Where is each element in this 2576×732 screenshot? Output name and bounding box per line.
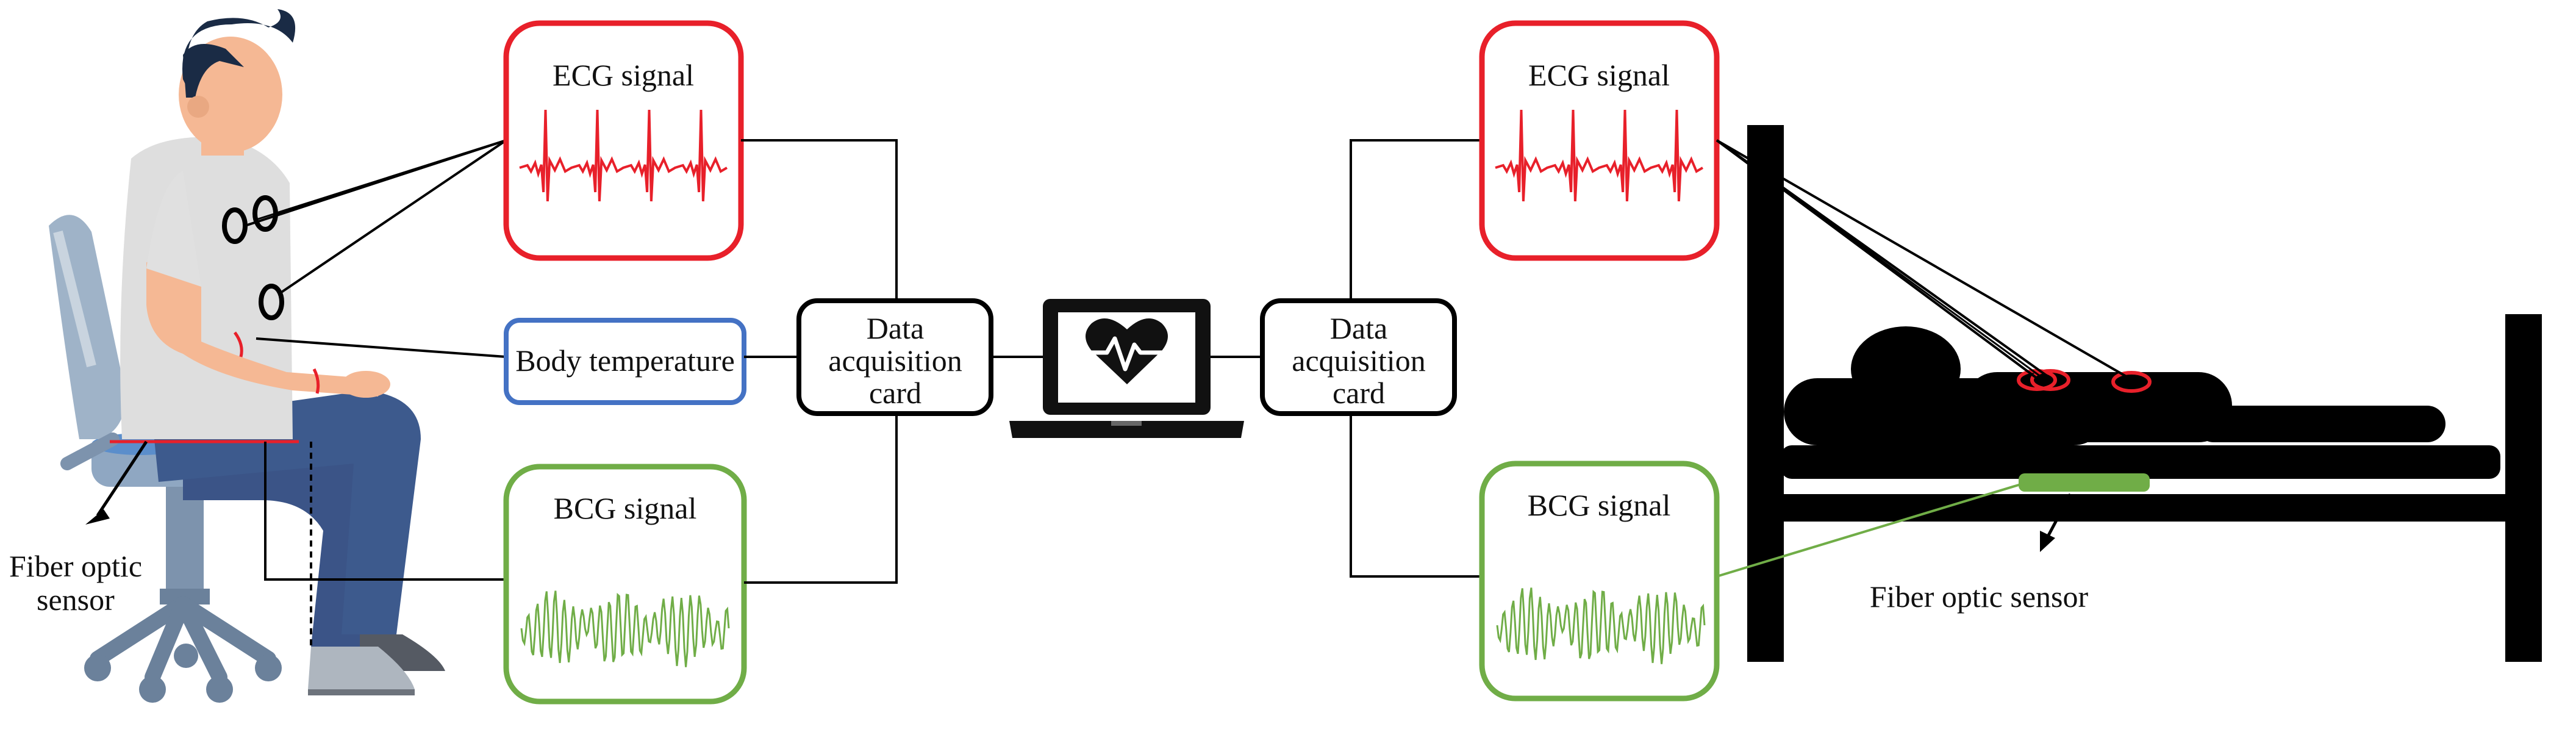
right-daq-line2: acquisition — [1292, 343, 1425, 378]
laptop-heart-icon — [1009, 299, 1244, 438]
left-temperature-box: Body temperature — [504, 318, 746, 405]
left-bcg-box: BCG signal — [503, 464, 747, 705]
bed-patient-icon — [1747, 125, 2542, 662]
left-sensor-label-line1: Fiber optic — [9, 549, 142, 583]
left-daq-line2: acquisition — [828, 343, 962, 378]
chair-icon — [49, 215, 285, 703]
left-bcg-title: BCG signal — [554, 491, 697, 525]
left-temperature-label: Body temperature — [515, 343, 735, 378]
right-bcg-waveform — [1496, 587, 1706, 664]
right-ecg-title: ECG signal — [1528, 58, 1670, 92]
left-sensor-label-line2: sensor — [37, 583, 115, 617]
right-sensor-pointer-arrow-icon — [2040, 531, 2055, 552]
left-daq-line3: card — [869, 376, 921, 410]
right-daq-line3: card — [1333, 376, 1385, 410]
right-ecg-box: ECG signal — [1479, 20, 1720, 261]
right-bcg-box: BCG signal — [1479, 461, 1720, 702]
left-bcg-waveform — [520, 590, 730, 667]
right-ecg-waveform — [1495, 109, 1704, 202]
left-data-acquisition-card: Data acquisition card — [796, 298, 993, 416]
right-sensor-label: Fiber optic sensor — [1870, 580, 2089, 614]
sensor-pointer-arrow-icon — [85, 509, 110, 525]
left-ecg-box: ECG signal — [503, 20, 744, 261]
seated-person-icon — [49, 9, 445, 703]
left-ecg-title: ECG signal — [553, 58, 694, 92]
right-bcg-title: BCG signal — [1528, 488, 1671, 522]
right-daq-line1: Data — [1330, 311, 1387, 345]
left-ecg-waveform — [519, 109, 728, 202]
right-data-acquisition-card: Data acquisition card — [1260, 298, 1457, 416]
left-daq-line1: Data — [867, 311, 924, 345]
